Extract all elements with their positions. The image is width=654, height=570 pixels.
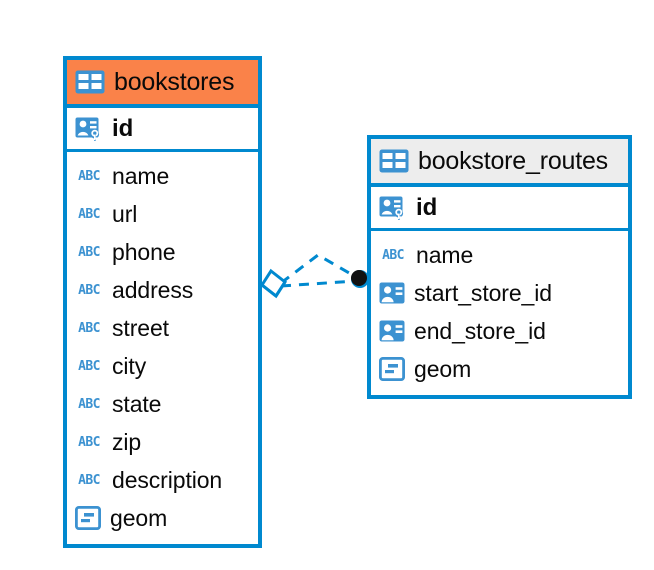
field-row-zip[interactable]: ABC zip — [67, 423, 258, 461]
field-row-url[interactable]: ABC url — [67, 195, 258, 233]
field-label: state — [112, 390, 162, 417]
primary-key-label: id — [112, 114, 134, 142]
field-list-bookstores: ABC name ABC url ABC phone ABC address A… — [67, 152, 258, 537]
field-label: url — [112, 200, 138, 227]
field-row-name[interactable]: ABC name — [371, 236, 628, 274]
field-row-description[interactable]: ABC description — [67, 461, 258, 499]
field-row-city[interactable]: ABC city — [67, 347, 258, 385]
field-label: address — [112, 276, 194, 303]
table-icon — [379, 149, 409, 173]
relationship-line-lower — [280, 279, 357, 288]
field-label: zip — [112, 428, 142, 455]
foreign-key-icon — [379, 318, 405, 344]
field-list-bookstore-routes: ABC name start_store_id — [371, 231, 628, 388]
field-label: phone — [112, 238, 176, 265]
field-label: description — [112, 466, 223, 493]
entity-bookstores[interactable]: bookstores id A — [63, 56, 262, 548]
entity-title: bookstore_routes — [418, 146, 608, 175]
entity-bookstore-routes[interactable]: bookstore_routes id — [367, 135, 632, 399]
field-label: city — [112, 352, 147, 379]
text-abc-icon: ABC — [78, 282, 100, 298]
field-label: geom — [414, 355, 472, 382]
field-row-start-store-id[interactable]: start_store_id — [371, 274, 628, 312]
text-abc-icon: ABC — [78, 206, 100, 222]
field-row-address[interactable]: ABC address — [67, 271, 258, 309]
text-abc-icon: ABC — [78, 320, 100, 336]
foreign-key-icon — [379, 280, 405, 306]
crows-foot-diamond-icon — [260, 268, 287, 299]
primary-key-label: id — [416, 193, 438, 221]
field-row-name[interactable]: ABC name — [67, 157, 258, 195]
primary-key-row[interactable]: id — [67, 108, 258, 152]
table-icon — [75, 70, 105, 94]
text-abc-icon: ABC — [78, 396, 100, 412]
filled-circle-endpoint-icon — [351, 270, 369, 288]
geometry-icon — [75, 506, 101, 530]
text-abc-icon: ABC — [78, 358, 100, 374]
primary-key-icon — [379, 194, 407, 222]
field-row-street[interactable]: ABC street — [67, 309, 258, 347]
text-abc-icon: ABC — [78, 434, 100, 450]
text-abc-icon: ABC — [78, 472, 100, 488]
field-label: street — [112, 314, 169, 341]
geometry-icon — [379, 357, 405, 381]
field-row-state[interactable]: ABC state — [67, 385, 258, 423]
entity-title: bookstores — [114, 67, 235, 96]
field-row-end-store-id[interactable]: end_store_id — [371, 312, 628, 350]
field-label: end_store_id — [414, 317, 546, 344]
text-abc-icon: ABC — [78, 168, 100, 184]
text-abc-icon: ABC — [78, 244, 100, 260]
field-label: start_store_id — [414, 279, 552, 306]
entity-header-bookstore-routes[interactable]: bookstore_routes — [371, 139, 628, 187]
text-abc-icon: ABC — [382, 247, 404, 263]
field-row-geom[interactable]: geom — [371, 350, 628, 388]
field-label: name — [112, 162, 170, 189]
primary-key-icon — [75, 115, 103, 143]
field-row-phone[interactable]: ABC phone — [67, 233, 258, 271]
entity-header-bookstores[interactable]: bookstores — [67, 60, 258, 108]
primary-key-row[interactable]: id — [371, 187, 628, 231]
field-label: geom — [110, 504, 168, 531]
relationship-line-upper — [280, 253, 357, 285]
field-label: name — [416, 241, 474, 268]
field-row-geom[interactable]: geom — [67, 499, 258, 537]
